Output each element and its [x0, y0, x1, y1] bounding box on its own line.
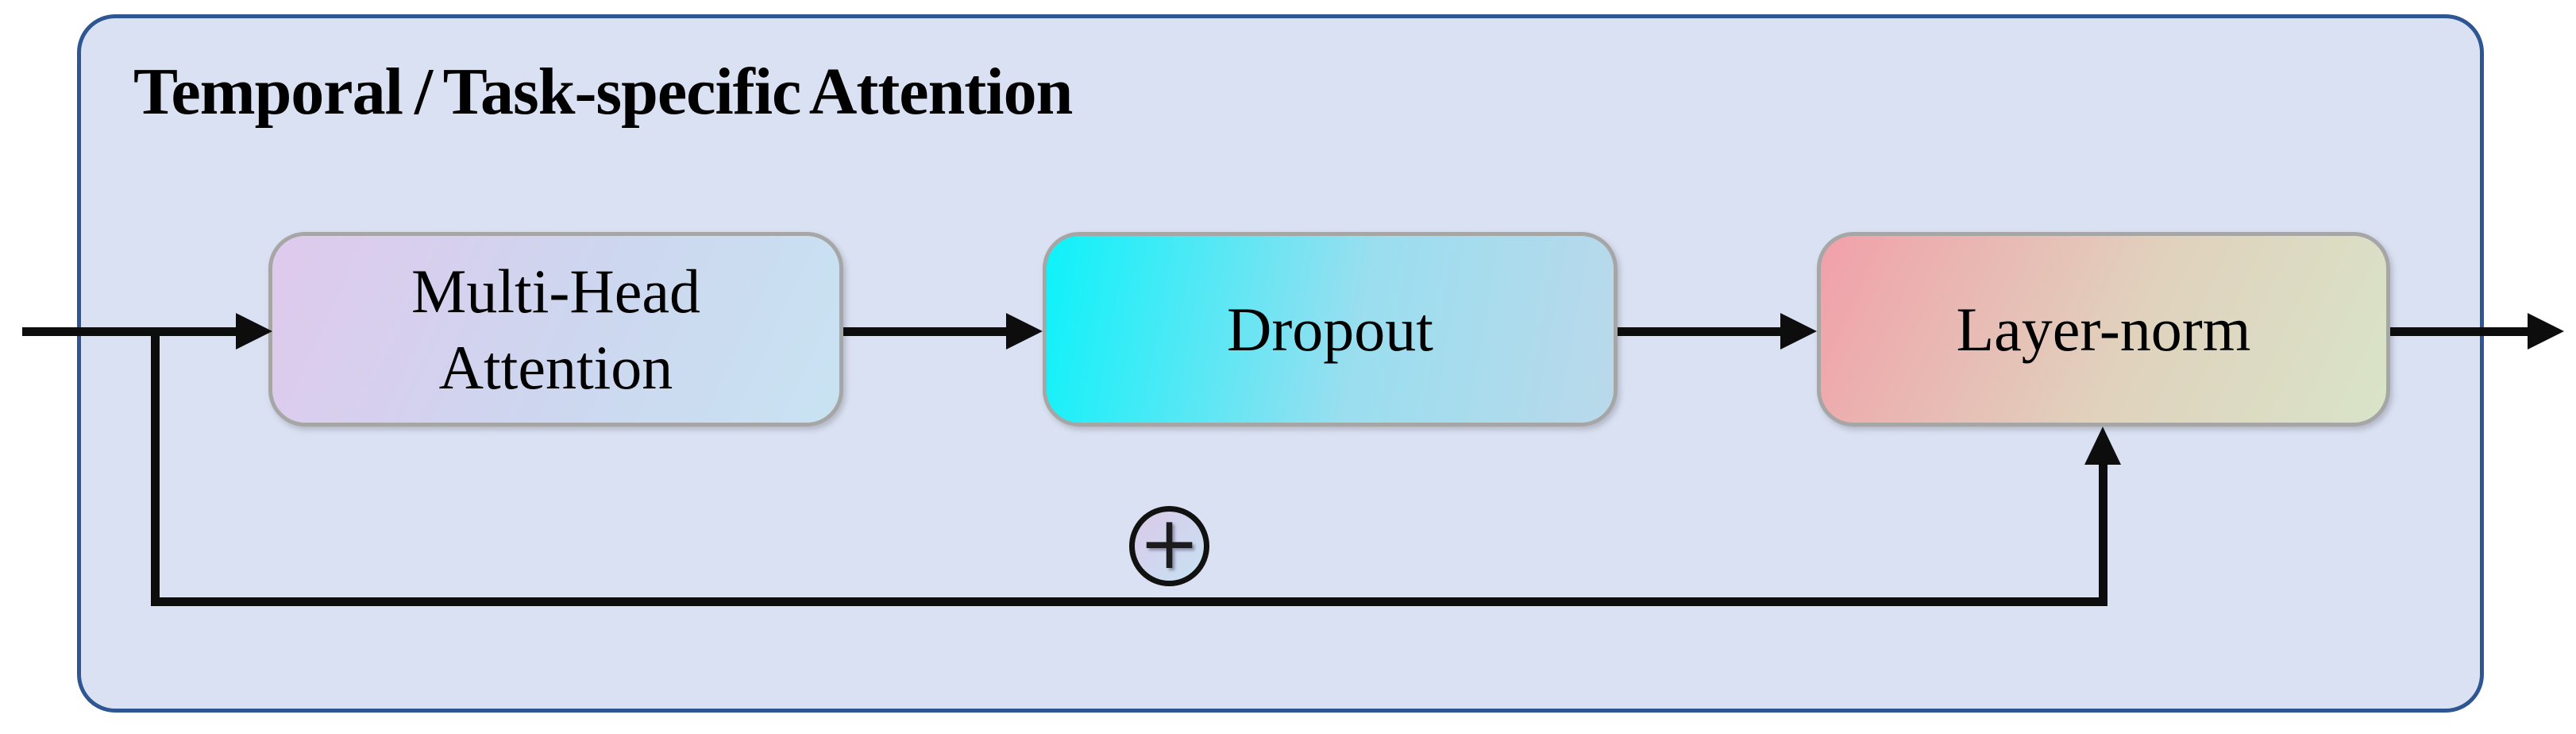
diagram-title: Temporal / Task-specific Attention	[133, 55, 1073, 129]
input-arrow-line	[22, 327, 238, 336]
multi-head-attention-label: Multi-Head Attention	[411, 253, 700, 406]
layer-norm-node: Layer-norm	[1817, 232, 2390, 427]
label-line-1: Multi-Head	[411, 256, 700, 326]
output-arrowhead-icon	[2528, 313, 2564, 350]
residual-add-node: +	[1129, 506, 1209, 586]
layer-norm-label: Layer-norm	[1956, 294, 2251, 364]
output-arrow-line	[2390, 327, 2530, 336]
residual-branch-line	[151, 327, 160, 606]
multi-head-attention-node: Multi-Head Attention	[268, 232, 843, 427]
plus-icon: +	[1138, 500, 1201, 585]
residual-up-line	[2099, 464, 2107, 606]
label-line-2: Attention	[438, 332, 673, 402]
mha-to-dropout-line	[843, 327, 1008, 336]
dropout-label: Dropout	[1227, 294, 1433, 364]
residual-skip-line	[151, 597, 2107, 606]
dropout-node: Dropout	[1043, 232, 1618, 427]
dropout-to-layernorm-line	[1618, 327, 1783, 336]
